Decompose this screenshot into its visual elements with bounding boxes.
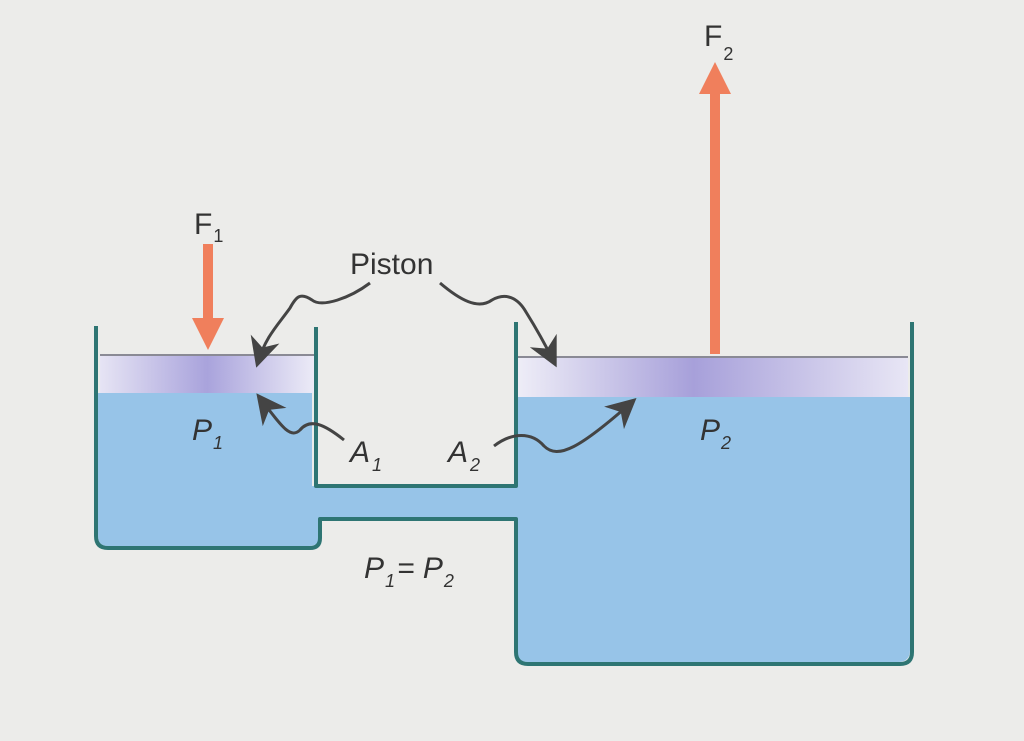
label-p1: P1 [192, 414, 223, 453]
pressure-equation: P1= P2 [364, 552, 454, 591]
piston-pointer-right [439, 281, 557, 368]
label-f2: F2 [704, 20, 733, 64]
force-arrow-f1 [192, 244, 224, 350]
force-arrow-f2 [699, 62, 731, 354]
hydraulic-liquid [98, 393, 910, 662]
label-p2: P2 [700, 414, 731, 453]
area-pointer-a2 [493, 398, 637, 453]
small-piston [100, 355, 314, 393]
area-pointer-a1 [256, 393, 345, 442]
connecting-tube-wall [314, 322, 518, 488]
container-wall [94, 322, 914, 666]
large-piston [518, 357, 908, 397]
label-f1: F1 [194, 208, 223, 246]
piston-label: Piston [350, 248, 433, 281]
piston-pointer-left [250, 281, 371, 368]
